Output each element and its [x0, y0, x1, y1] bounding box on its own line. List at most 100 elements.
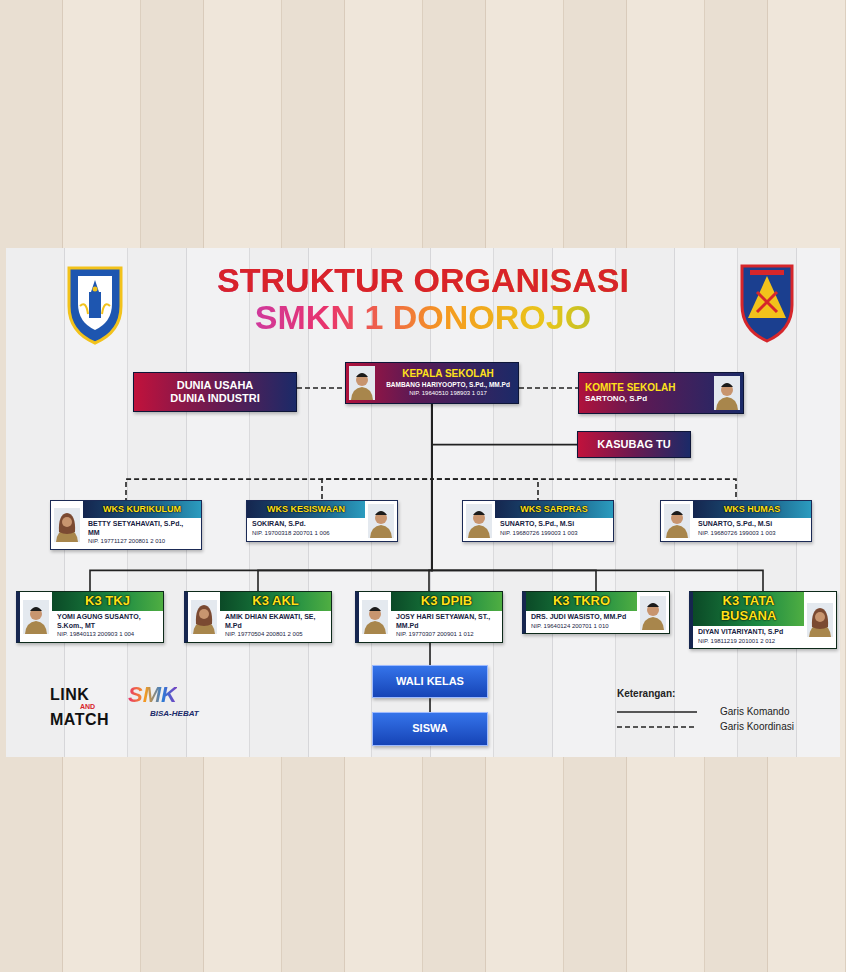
uniform-body: [468, 525, 490, 538]
uniform-body: [370, 525, 392, 538]
command-line: [432, 404, 596, 591]
deputy-box: WKS SARPRASSUNARTO, S.Pd., M.SiNIP. 1968…: [462, 500, 614, 542]
legend-item: Garis Komando: [617, 706, 794, 717]
person-name: JOSY HARI SETYAWAN, ST., MM.Pd: [391, 611, 502, 631]
uniform-body: [364, 621, 386, 634]
portrait-photo: [54, 508, 80, 542]
legend: Garis KomandoGaris Koordinasi: [617, 706, 794, 732]
headscarf: [196, 605, 212, 626]
id-number: NIP. 19840113 200903 1 004: [52, 630, 163, 642]
coordination-line: [432, 404, 736, 500]
logo-text: MATCH: [50, 711, 109, 729]
face: [671, 512, 683, 524]
uniform-body: [666, 525, 688, 538]
legend-line-sample: [617, 711, 697, 713]
command-line: [90, 404, 432, 591]
id-number: NIP. 19680726 199003 1 003: [693, 529, 811, 541]
coordination-line: [297, 387, 345, 389]
face: [356, 374, 368, 386]
face: [62, 517, 72, 527]
person-name: DIYAN VITARIYANTI, S.Pd: [693, 626, 804, 637]
hair: [30, 607, 42, 611]
box-heading: WKS KESISWAAN: [247, 501, 365, 518]
box-heading: WKS HUMAS: [693, 501, 811, 518]
class-box: SISWA: [372, 712, 488, 745]
face: [375, 512, 387, 524]
portrait-photo: [807, 603, 833, 637]
box-heading: WKS SARPRAS: [495, 501, 613, 518]
command-line: [432, 404, 577, 445]
legend-sample: [617, 707, 697, 717]
legend-heading: Keterangan:: [617, 688, 675, 699]
face: [647, 604, 659, 616]
portrait-figure: [368, 504, 394, 538]
box-heading: WKS KURIKULUM: [83, 501, 201, 518]
regency-logo: [742, 266, 792, 341]
box-heading: K3 AKL: [220, 592, 331, 611]
uniform-body: [351, 387, 373, 400]
coordination-line: [126, 404, 432, 500]
portrait-photo: [349, 366, 375, 400]
program-box: K3 DPIBJOSY HARI SETYAWAN, ST., MM.PdNIP…: [355, 591, 503, 643]
hair: [375, 511, 387, 515]
program-box: K3 TKRODRS. JUDI WASISTO, MM.PdNIP. 1964…: [522, 591, 670, 634]
box-heading: KOMITE SEKOLAH: [585, 382, 705, 395]
shield-shape: [742, 266, 792, 341]
mountain-symbol: [748, 276, 786, 318]
photo-ground: [664, 504, 690, 538]
photo-ground: [714, 376, 740, 410]
id-number: NIP. 19770307 200901 1 012: [391, 630, 502, 642]
portrait-figure: [807, 603, 833, 637]
portrait-photo: [714, 376, 740, 410]
id-number: NIP. 19640510 198903 1 017: [384, 390, 512, 398]
portrait-figure: [664, 504, 690, 538]
box-heading: K3 TKJ: [52, 592, 163, 611]
legend-item: Garis Koordinasi: [617, 721, 794, 732]
shield-inner: [78, 276, 112, 330]
person-name: AMIK DHIAN EKAWATI, SE, M.Pd: [220, 611, 331, 631]
face: [199, 609, 209, 619]
box-heading: WALI KELAS: [396, 675, 464, 688]
hair: [473, 511, 485, 515]
headscarf: [812, 608, 828, 629]
portrait-photo: [368, 504, 394, 538]
portrait-photo: [664, 504, 690, 538]
id-number: NIP. 19811219 201001 2 012: [693, 637, 804, 649]
photo-ground: [23, 600, 49, 634]
person-name: DRS. JUDI WASISTO, MM.Pd: [526, 611, 637, 622]
face: [815, 612, 825, 622]
logo-text: AND: [80, 703, 95, 710]
logo-text: BISA-HEBAT: [150, 709, 199, 718]
legend-text: Garis Koordinasi: [720, 721, 794, 732]
command-line: [429, 698, 431, 712]
hair: [647, 603, 659, 607]
shield-shape: [69, 268, 121, 343]
box-heading: DUNIA USAHA DUNIA INDUSTRI: [159, 379, 271, 405]
coordination-line: [322, 404, 432, 500]
photo-ground: [640, 596, 666, 630]
class-box: WALI KELAS: [372, 665, 488, 698]
legend-line-sample: [617, 726, 697, 728]
person-name: YOMI AGUNG SUSANTO, S.Kom., MT: [52, 611, 163, 631]
head-box: KEPALA SEKOLAHBAMBANG HARIYOOPTO, S.Pd.,…: [345, 362, 519, 404]
portrait-figure: [466, 504, 492, 538]
shield-band: [750, 270, 784, 275]
command-line: [258, 404, 432, 591]
face: [30, 608, 42, 620]
photo-ground: [368, 504, 394, 538]
person-name: SUNARTO, S.Pd., M.Si: [693, 518, 811, 529]
hair: [721, 383, 733, 387]
uniform-body: [642, 617, 664, 630]
portrait-figure: [640, 596, 666, 630]
portrait-figure: [349, 366, 375, 400]
legend-sample: [617, 722, 697, 732]
star-symbol: [93, 287, 98, 292]
photo-ground: [191, 600, 217, 634]
hair: [369, 607, 381, 611]
deputy-box: WKS HUMASSUNARTO, S.Pd., M.SiNIP. 196807…: [660, 500, 812, 542]
portrait-photo: [466, 504, 492, 538]
province-logo: [69, 268, 121, 343]
box-heading: K3 TATA BUSANA: [693, 592, 804, 626]
